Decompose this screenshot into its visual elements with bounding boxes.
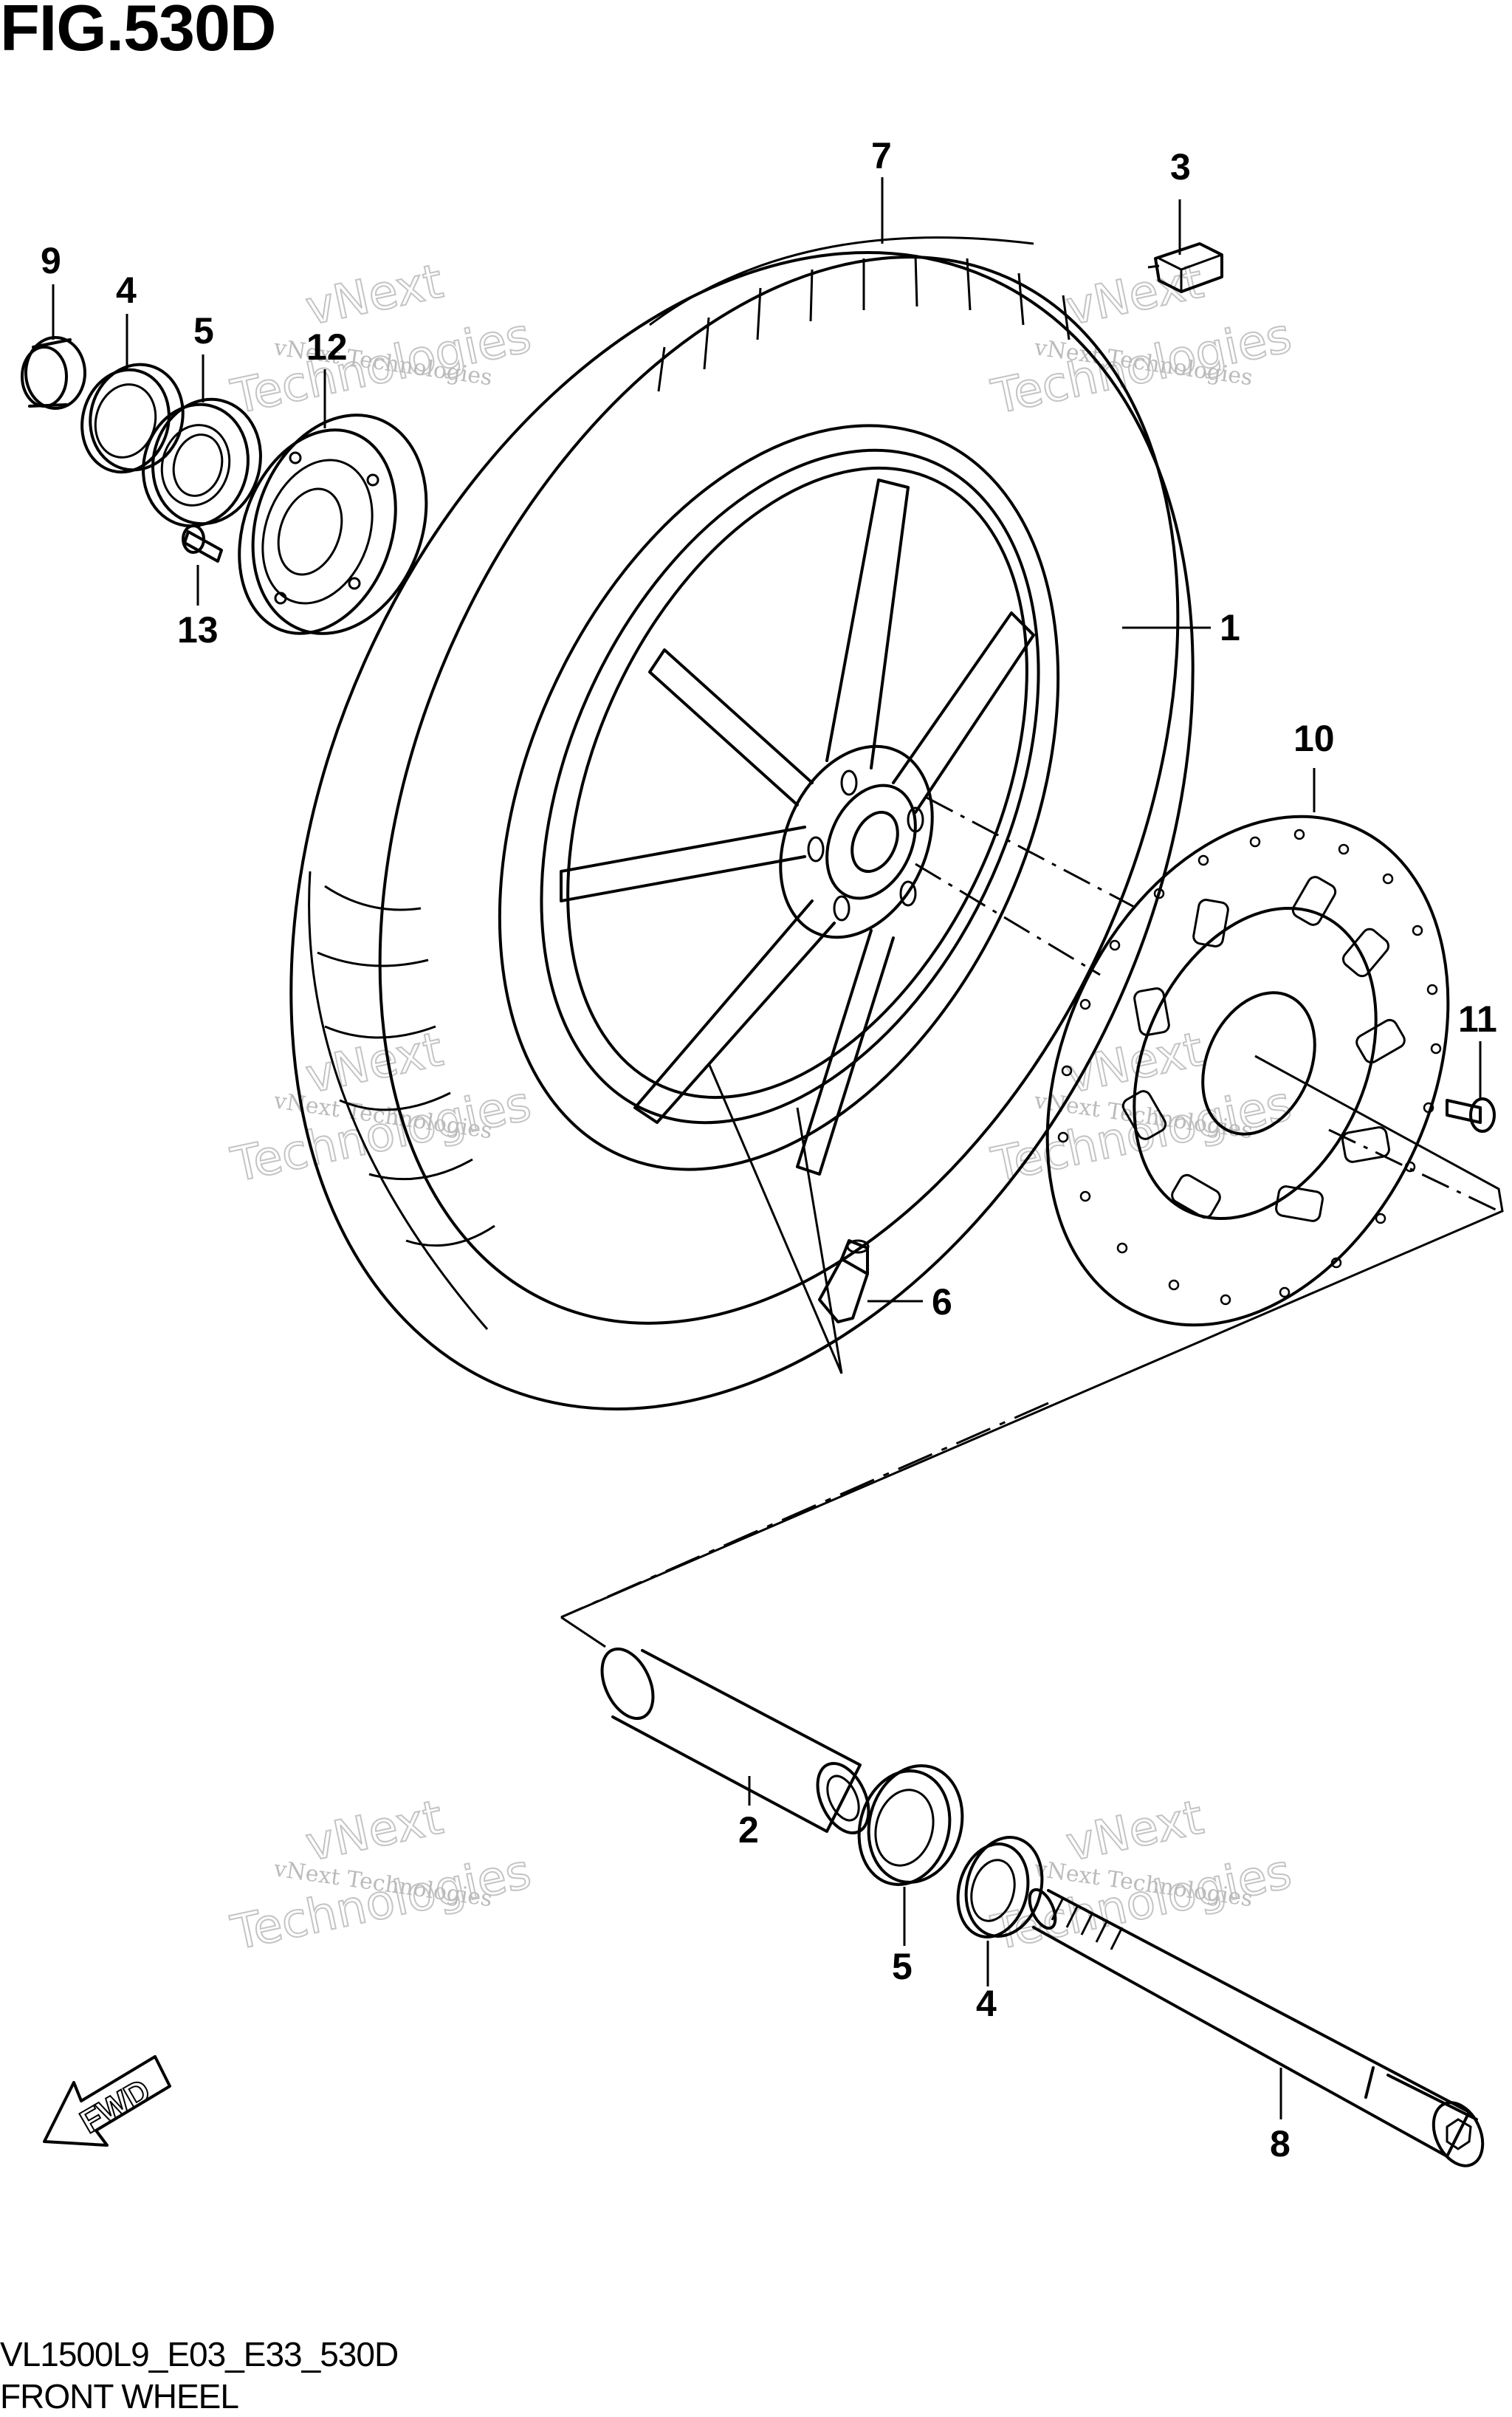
callout-8[interactable]: 8 — [1270, 2123, 1291, 2164]
disc-bolt — [1446, 1097, 1496, 1133]
spacer — [600, 1647, 870, 1835]
oil-seal-top — [80, 363, 185, 474]
callout-1[interactable]: 1 — [1220, 607, 1240, 648]
callout-4b[interactable]: 4 — [976, 1983, 997, 2024]
callout-leaders — [52, 177, 1482, 2119]
svg-text:vNext: vNext — [1062, 1790, 1208, 1872]
bearing-bottom — [857, 1764, 964, 1886]
callout-7[interactable]: 7 — [871, 135, 892, 176]
callout-11[interactable]: 11 — [1458, 998, 1497, 1040]
figure-code: VL1500L9_E03_E33_530D — [0, 2335, 399, 2373]
axle — [1028, 1888, 1485, 2167]
watermark-3: vNext Technologies vNext Technologies — [226, 1021, 537, 1193]
callout-5a[interactable]: 5 — [193, 310, 214, 352]
tire — [289, 236, 1195, 1410]
callout-12[interactable]: 12 — [306, 326, 348, 368]
brake-disc — [1045, 815, 1450, 1327]
svg-text:vNext: vNext — [301, 1790, 447, 1872]
callout-6[interactable]: 6 — [932, 1281, 952, 1323]
callouts: 7 3 9 4 5 12 13 1 10 11 6 2 5 4 8 — [41, 135, 1497, 2164]
callout-5b[interactable]: 5 — [892, 1946, 913, 1987]
watermark-6: vNext Technologies vNext Technologies — [986, 1789, 1297, 1961]
figure-caption: FRONT WHEEL — [0, 2377, 239, 2416]
callout-3[interactable]: 3 — [1170, 146, 1191, 188]
oil-seal-bottom — [956, 1836, 1044, 1938]
svg-text:vNext: vNext — [301, 1022, 447, 1104]
rim-band-part — [1147, 242, 1223, 293]
callout-9[interactable]: 9 — [41, 240, 61, 281]
svg-text:vNext: vNext — [301, 254, 447, 336]
leader-lines — [560, 796, 1504, 1648]
watermark-1: vNext Technologies vNext Technologies — [226, 253, 537, 425]
retainer-plate — [238, 414, 428, 635]
figure-title: FIG.530D — [0, 0, 276, 64]
fwd-label: FWD — [75, 2072, 157, 2141]
valve — [818, 1239, 870, 1323]
callout-13[interactable]: 13 — [177, 609, 219, 651]
fwd-arrow: FWD — [43, 2055, 171, 2147]
watermark-5: vNext Technologies vNext Technologies — [226, 1789, 537, 1961]
dust-seal — [21, 336, 86, 410]
wheel-rim — [498, 424, 1060, 1176]
callout-10[interactable]: 10 — [1293, 718, 1335, 759]
retainer-screw — [182, 524, 223, 563]
bearing-top — [142, 397, 262, 528]
callout-2[interactable]: 2 — [738, 1809, 759, 1851]
watermark-2: vNext Technologies vNext Technologies — [986, 253, 1297, 425]
callout-4a[interactable]: 4 — [116, 270, 137, 311]
